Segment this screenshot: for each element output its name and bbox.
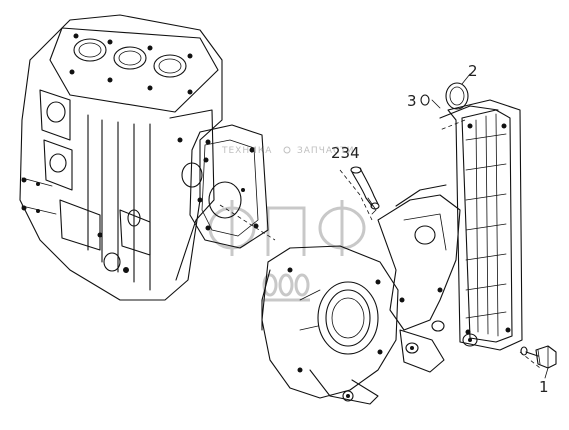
washer [420,94,430,106]
engine-block [19,14,223,301]
watermark: ТЕХНИКА ЗАПЧАСТИ [208,146,366,302]
watermark-text-1: ТЕХНИКА [221,146,272,156]
wheat-emblem-icon [262,273,310,302]
callout-leaders [431,73,549,379]
callout-2: 2 [468,62,478,80]
bolt [520,345,557,369]
callouts: 2 3 234 1 [331,62,549,396]
assembly-lines [219,119,541,369]
watermark-dot-icon [283,146,291,154]
radiator-core [439,99,523,351]
callout-234: 234 [331,144,360,162]
flywheel-housing [261,245,399,405]
gasket-plate [189,124,269,249]
o-ring [445,82,469,110]
bracket-assembly [377,184,478,373]
callout-1: 1 [539,378,549,396]
hose-fitting [350,166,380,215]
callout-3: 3 [407,92,417,110]
watermark-text-2: ЗАПЧАСТИ [297,146,355,156]
